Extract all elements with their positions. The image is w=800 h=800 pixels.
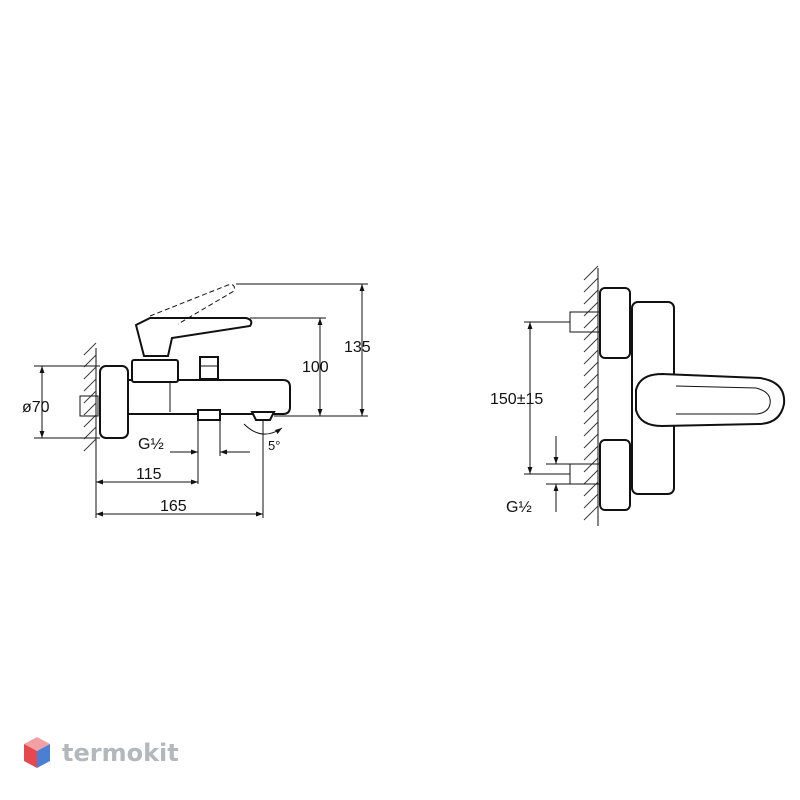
wall-flange <box>99 365 129 439</box>
lever-handle <box>134 317 253 357</box>
upper-flange <box>599 287 631 359</box>
cube-logo-icon <box>24 737 50 768</box>
inlet-pipe <box>79 395 99 417</box>
side-view: ø70 G½ 5° 115 165 100 135 <box>22 283 371 518</box>
lower-flange <box>599 439 631 511</box>
dim-thread-left-label: G½ <box>138 436 164 453</box>
mixer-body <box>127 379 291 415</box>
wall-hatch-right <box>583 265 599 526</box>
dim-100-label: 100 <box>302 359 329 376</box>
lever-raised-outline <box>149 284 235 325</box>
brand-name: termokit <box>62 739 179 767</box>
dim-135-label: 135 <box>344 339 371 356</box>
lever-handle-front <box>635 372 786 428</box>
termokit-logo: termokit <box>22 735 179 771</box>
spout-aerator <box>250 411 276 421</box>
lever-inner-line <box>675 385 771 415</box>
cartridge-housing <box>131 359 179 383</box>
dim-165-label: 165 <box>160 498 187 515</box>
dim-diameter-label: ø70 <box>22 399 50 416</box>
front-view: 150±15 G½ <box>490 265 786 526</box>
lower-inlet-pipe <box>569 463 601 485</box>
dim-thread-right-label: G½ <box>506 499 532 516</box>
bath-outlet <box>197 409 221 421</box>
dim-angle-label: 5° <box>268 438 280 453</box>
dim-115-label: 115 <box>136 466 162 483</box>
dim-spacing-label: 150±15 <box>490 391 543 408</box>
diverter-knob <box>199 356 219 380</box>
